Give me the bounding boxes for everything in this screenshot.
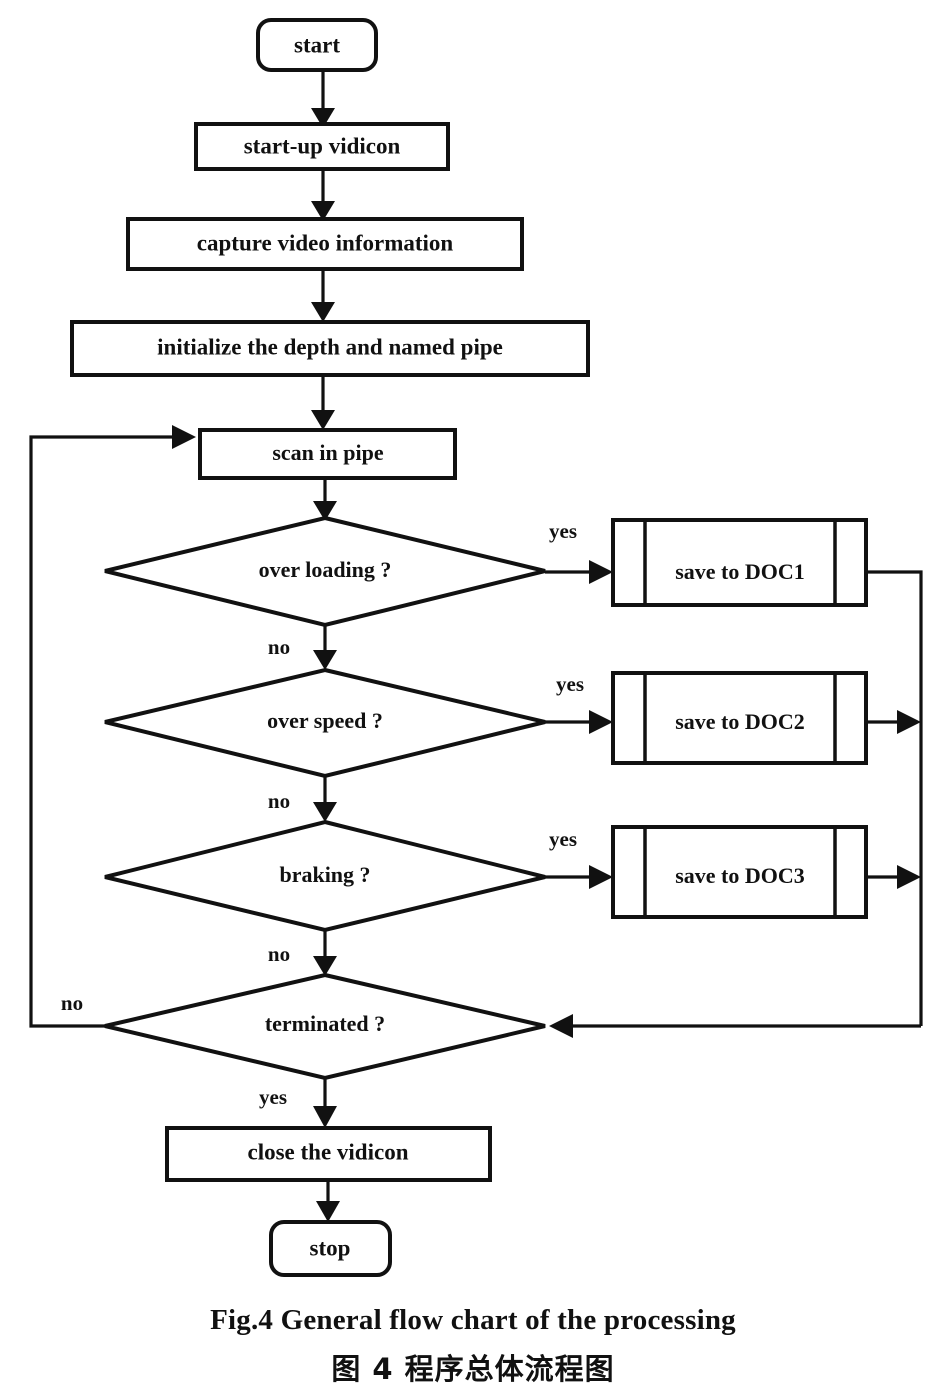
- node-initialize-depth-named-pipe[interactable]: initialize the depth and named pipe: [70, 320, 590, 377]
- connector-overload-yes-to-doc1: [545, 560, 613, 584]
- node-startup-vidicon-shape: [194, 122, 450, 171]
- connector-terminated-no-loop-to-scan: [29, 425, 196, 1028]
- edge-label-yes-braking: yes: [549, 827, 577, 851]
- node-startup-vidicon[interactable]: start-up vidicon: [194, 122, 450, 171]
- node-start[interactable]: start: [256, 18, 378, 72]
- edge-label-no-terminated-loop: no: [61, 991, 83, 1015]
- node-save-to-doc2[interactable]: save to DOC2: [611, 671, 868, 765]
- node-close-the-vidicon[interactable]: close the vidicon: [165, 1126, 492, 1182]
- node-close-the-vidicon-shape: [165, 1126, 492, 1182]
- node-capture-video-information-label: capture video information: [197, 230, 454, 255]
- node-save-to-doc3[interactable]: save to DOC3: [611, 825, 868, 919]
- node-stop-shape: [269, 1220, 392, 1277]
- connector-doc3-to-merge-bus: [866, 865, 921, 889]
- node-braking-decision-shape: [104, 819, 546, 933]
- node-braking-decision-label: braking ?: [279, 862, 370, 887]
- node-over-speed-decision[interactable]: over speed ?: [104, 667, 546, 779]
- node-startup-vidicon-label: start-up vidicon: [244, 133, 401, 158]
- node-save-to-doc3-shape: [611, 825, 868, 919]
- connector-start-to-startup: [311, 70, 335, 128]
- connector-doc1-to-merge-bus: [866, 570, 923, 1026]
- connector-overspeed-no-to-braking: [313, 776, 337, 822]
- node-save-to-doc1-label: save to DOC1: [675, 559, 805, 584]
- figure-caption-chinese: 图 4 程序总体流程图: [331, 1352, 615, 1386]
- connector-braking-yes-to-doc3: [545, 865, 613, 889]
- node-over-loading-decision-label: over loading ?: [259, 557, 392, 582]
- node-save-to-doc3-label: save to DOC3: [675, 863, 805, 888]
- node-save-to-doc2-shape: [611, 671, 868, 765]
- connector-doc2-to-merge-bus: [866, 710, 921, 734]
- node-save-to-doc1[interactable]: save to DOC1: [611, 518, 868, 607]
- node-over-loading-decision-shape: [104, 515, 546, 628]
- node-stop-label: stop: [310, 1235, 351, 1260]
- node-capture-video-information-shape: [126, 217, 524, 271]
- node-terminated-decision-label: terminated ?: [265, 1011, 385, 1036]
- connector-init-to-scan: [311, 375, 335, 430]
- node-start-label: start: [294, 32, 340, 57]
- figure-caption-english: Fig.4 General flow chart of the processi…: [210, 1304, 736, 1336]
- node-initialize-depth-named-pipe-label: initialize the depth and named pipe: [157, 334, 503, 359]
- connector-capture-to-init: [311, 268, 335, 322]
- node-scan-in-pipe-label: scan in pipe: [272, 440, 383, 465]
- connector-close-to-stop: [316, 1180, 340, 1222]
- node-over-speed-decision-label: over speed ?: [267, 708, 383, 733]
- node-capture-video-information[interactable]: capture video information: [126, 217, 524, 271]
- edge-label-yes-terminated: yes: [259, 1085, 287, 1109]
- node-close-the-vidicon-label: close the vidicon: [248, 1139, 409, 1164]
- connector-braking-no-to-terminated: [313, 930, 337, 976]
- node-over-speed-decision-shape: [104, 667, 546, 779]
- connector-scan-to-overload: [313, 478, 337, 521]
- node-save-to-doc1-shape: [611, 518, 868, 607]
- edge-label-no-braking: no: [268, 942, 290, 966]
- node-start-shape: [256, 18, 378, 72]
- node-over-loading-decision[interactable]: over loading ?: [104, 515, 546, 628]
- node-scan-in-pipe-shape: [198, 428, 457, 480]
- node-scan-in-pipe[interactable]: scan in pipe: [198, 428, 457, 480]
- node-save-to-doc2-label: save to DOC2: [675, 709, 805, 734]
- edge-label-yes-over-loading: yes: [549, 519, 577, 543]
- edge-label-no-over-speed: no: [268, 789, 290, 813]
- connector-overspeed-yes-to-doc2: [545, 710, 613, 734]
- connector-overload-no-to-overspeed: [313, 625, 337, 670]
- connector-terminated-yes-to-close: [313, 1078, 337, 1128]
- node-stop[interactable]: stop: [269, 1220, 392, 1277]
- node-braking-decision[interactable]: braking ?: [104, 819, 546, 933]
- node-terminated-decision-shape: [104, 972, 546, 1081]
- connector-merge-bus-to-terminated: [549, 1014, 921, 1038]
- edge-label-no-over-loading: no: [268, 635, 290, 659]
- edge-label-yes-over-speed: yes: [556, 672, 584, 696]
- node-initialize-depth-named-pipe-shape: [70, 320, 590, 377]
- connector-startup-to-capture: [311, 168, 335, 221]
- node-terminated-decision[interactable]: terminated ?: [104, 972, 546, 1081]
